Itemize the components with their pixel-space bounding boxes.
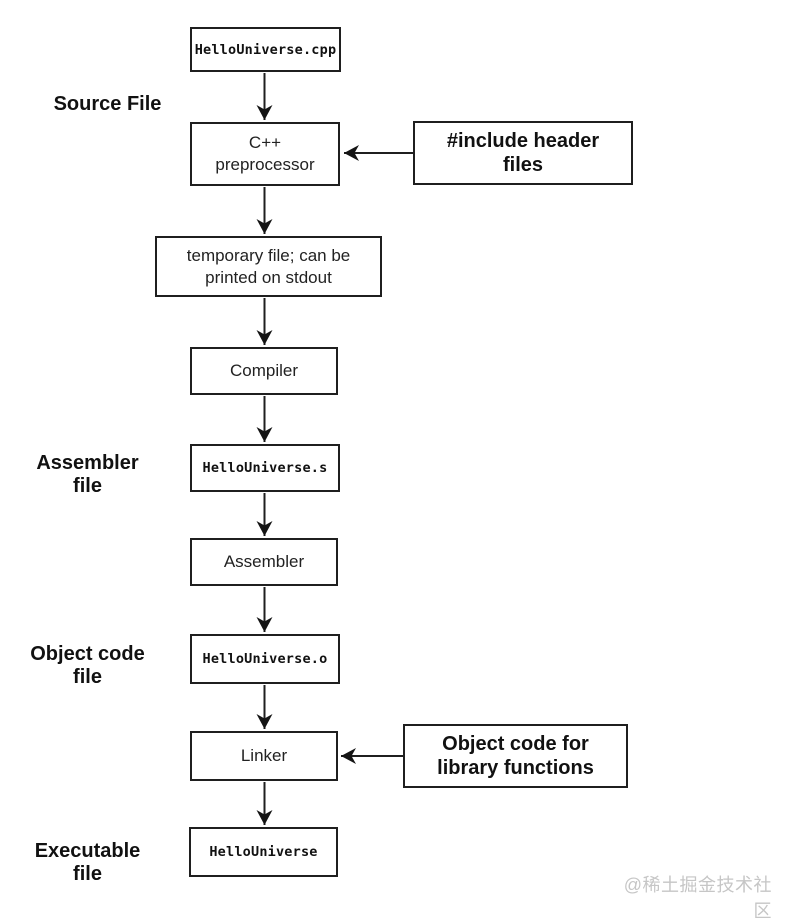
side-label-source-file: Source File xyxy=(30,93,185,116)
annotation-line: #include header xyxy=(446,130,600,152)
node-label: HelloUniverse.o xyxy=(202,651,328,667)
node-label: HelloUniverse.cpp xyxy=(194,41,337,58)
node-label: Compiler xyxy=(229,361,299,380)
side-label-executable-file: Executable file xyxy=(10,840,165,886)
node-preprocessor: C++ preprocessor xyxy=(190,122,340,186)
node-label-line: C++ xyxy=(248,133,282,152)
node-assembler-file: HelloUniverse.s xyxy=(190,444,340,492)
side-label-line: Assembler xyxy=(36,452,139,474)
side-label-line: file xyxy=(73,666,102,688)
node-source-file: HelloUniverse.cpp xyxy=(190,27,341,72)
annotation-line: Object code for xyxy=(442,733,589,755)
annotation-library-object-code: Object code for library functions xyxy=(403,724,628,788)
node-label-line: temporary file; can be xyxy=(186,245,351,265)
node-label: HelloUniverse xyxy=(209,844,318,860)
side-label-line: file xyxy=(73,475,102,497)
node-label: Linker xyxy=(240,746,288,765)
side-label-assembler-file: Assembler file xyxy=(15,452,160,498)
node-linker: Linker xyxy=(190,731,338,781)
side-label-line: Object code xyxy=(30,643,145,665)
side-label-line: file xyxy=(73,863,102,885)
node-executable: HelloUniverse xyxy=(189,827,338,877)
annotation-line: files xyxy=(502,154,544,176)
side-label-line: Executable xyxy=(34,840,141,862)
node-temporary-file: temporary file; can be printed on stdout xyxy=(155,236,382,297)
watermark: @稀土掘金技术社区 xyxy=(623,875,772,918)
node-label: Assembler xyxy=(223,552,305,571)
side-label-text: Source File xyxy=(53,93,162,115)
node-label: HelloUniverse.s xyxy=(202,460,328,476)
node-label-line: printed on stdout xyxy=(205,267,332,287)
annotation-include-headers: #include header files xyxy=(413,121,633,185)
node-object-file: HelloUniverse.o xyxy=(190,634,340,684)
node-assembler: Assembler xyxy=(190,538,338,586)
node-compiler: Compiler xyxy=(190,347,338,395)
annotation-line: library functions xyxy=(437,757,594,779)
side-label-object-code-file: Object code file xyxy=(10,643,165,689)
node-label-line: preprocessor xyxy=(215,155,315,174)
